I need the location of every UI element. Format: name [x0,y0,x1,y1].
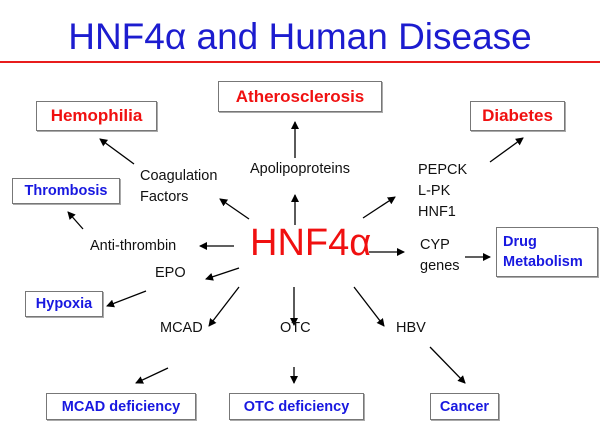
target-lpk: L-PK [418,183,451,199]
arrow-mcad-deficiency [135,367,169,384]
target-hbv: HBV [396,320,426,336]
center-node-hnf4a: HNF4α [250,222,372,264]
arrow-hnf4-hbv [353,286,385,327]
target-coagulation-factors: Coagulation Factors [140,166,217,208]
arrow-hnf4-mcad [208,286,240,327]
cyp-line2: genes [420,258,460,274]
arrow-hnf4-pepck [362,196,396,219]
disease-drug-metabolism: Drug Metabolism [496,227,598,277]
target-epo: EPO [155,265,186,281]
disease-mcad-deficiency: MCAD deficiency [46,393,196,420]
cyp-line1: CYP [420,237,450,253]
disease-hypoxia: Hypoxia [25,291,103,317]
target-antithrombin: Anti-thrombin [90,238,177,254]
arrow-hnf4-coag [219,198,250,220]
drug-metabolism-line1: Drug [503,234,537,250]
disease-hemophilia: Hemophilia [36,101,157,131]
title-divider [0,61,600,63]
target-hnf1: HNF1 [418,204,456,220]
target-otc: OTC [280,320,311,336]
drug-metabolism-line2: Metabolism [503,254,583,270]
coagulation-line2: Factors [140,189,189,205]
arrow-hnf4-epo [205,267,240,281]
disease-otc-deficiency: OTC deficiency [229,393,364,420]
slide-title: HNF4α and Human Disease [68,16,532,57]
target-apolipoproteins: Apolipoproteins [250,161,350,177]
arrow-epo-hypoxia [106,290,147,308]
disease-cancer: Cancer [430,393,499,420]
disease-diabetes: Diabetes [470,101,565,131]
target-pepck-group: PEPCK L-PK HNF1 [418,160,467,223]
disease-atherosclerosis: Atherosclerosis [218,81,382,112]
target-mcad: MCAD [160,320,203,336]
target-cyp-genes: CYP genes [420,235,460,277]
coagulation-line1: Coagulation [140,168,218,184]
arrow-coag-hemophilia [99,138,135,165]
arrow-pepck-diabetes [489,137,524,163]
target-pepck: PEPCK [418,162,468,178]
arrow-hbv-cancer [429,346,466,384]
disease-thrombosis: Thrombosis [12,178,120,204]
arrow-antithrombin-thrombosis [67,211,84,230]
